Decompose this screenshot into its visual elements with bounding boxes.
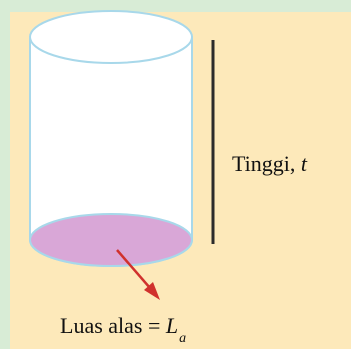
base-arrow-shaft [116, 249, 151, 289]
cylinder-base [29, 213, 193, 267]
height-label-text: Tinggi, [232, 151, 301, 176]
height-variable: t [300, 151, 308, 176]
cylinder-top [29, 10, 193, 64]
base-area-subscript: a [179, 331, 187, 346]
base-area-variable: L [165, 313, 179, 338]
base-area-label-text: Luas alas = [60, 313, 166, 338]
height-label: Tinggi, t [232, 153, 307, 175]
base-area-label: Luas alas = La [60, 313, 186, 346]
base-arrow-head [144, 282, 160, 300]
